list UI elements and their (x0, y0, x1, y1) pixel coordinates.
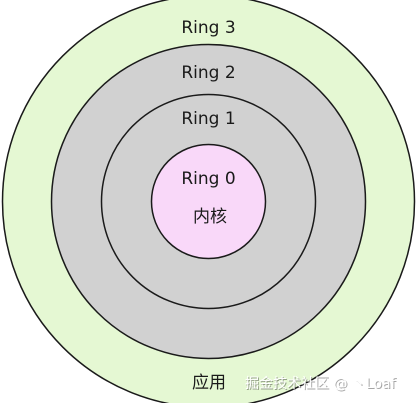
watermark-shadow: 掘金技术社区 @ 丶Loaf (246, 377, 398, 393)
ring-0-label: Ring 0 (181, 169, 235, 189)
ring-2-label: Ring 2 (181, 63, 235, 83)
watermark-text: 掘金技术社区 @ 丶Loaf (245, 376, 397, 392)
kernel-label: 内核 (193, 207, 227, 227)
ring-1-label: Ring 1 (181, 109, 235, 129)
application-label: 应用 (192, 373, 226, 393)
ring-0-circle (150, 143, 267, 260)
ring-3-label: Ring 3 (181, 18, 235, 38)
